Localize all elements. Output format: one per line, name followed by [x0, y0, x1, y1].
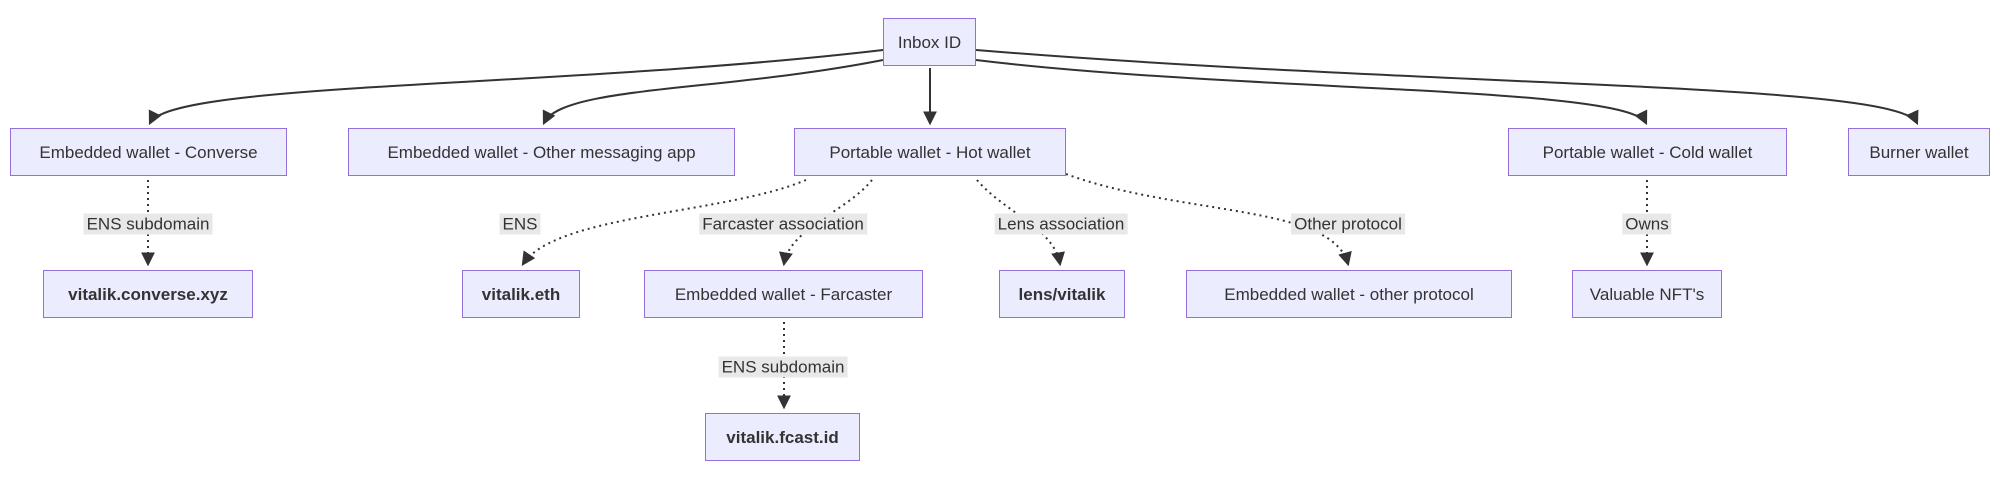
edge-label-other-protocol: Other protocol [1291, 213, 1405, 235]
edge-inbox-to-cold-wallet [975, 59, 1648, 126]
node-vitalik-fcast-id: vitalik.fcast.id [705, 413, 860, 461]
edge-label-farcaster-association: Farcaster association [699, 213, 867, 235]
edge-label-ens-subdomain-farcaster: ENS subdomain [718, 356, 848, 378]
node-portable-wallet-hot-wallet: Portable wallet - Hot wallet [794, 128, 1066, 176]
node-embedded-wallet-converse: Embedded wallet - Converse [10, 128, 287, 176]
edge-label-lens-association: Lens association [994, 213, 1128, 235]
edge-inbox-to-other-messaging [542, 59, 884, 126]
node-burner-wallet: Burner wallet [1848, 128, 1990, 176]
edge-hot-to-other-protocol [1065, 173, 1352, 267]
node-embedded-wallet-farcaster: Embedded wallet - Farcaster [644, 270, 923, 318]
node-inbox-id: Inbox ID [883, 18, 976, 66]
edge-inbox-to-converse [148, 49, 884, 126]
edge-hot-to-vitalik-eth [521, 179, 807, 266]
node-vitalik-eth: vitalik.eth [462, 270, 580, 318]
edge-label-owns: Owns [1622, 213, 1672, 235]
edge-hot-to-lens [976, 179, 1065, 267]
node-embedded-wallet-other-protocol: Embedded wallet - other protocol [1186, 270, 1512, 318]
node-portable-wallet-cold-wallet: Portable wallet - Cold wallet [1508, 128, 1787, 176]
node-embedded-wallet-other-messaging-app: Embedded wallet - Other messaging app [348, 128, 735, 176]
edge-label-ens-subdomain-converse: ENS subdomain [83, 213, 213, 235]
node-vitalik-converse-xyz: vitalik.converse.xyz [43, 270, 253, 318]
node-lens-vitalik: lens/vitalik [999, 270, 1125, 318]
edge-inbox-to-burner [975, 49, 1919, 126]
node-valuable-nfts: Valuable NFT's [1572, 270, 1722, 318]
edge-label-ens: ENS [499, 213, 541, 235]
